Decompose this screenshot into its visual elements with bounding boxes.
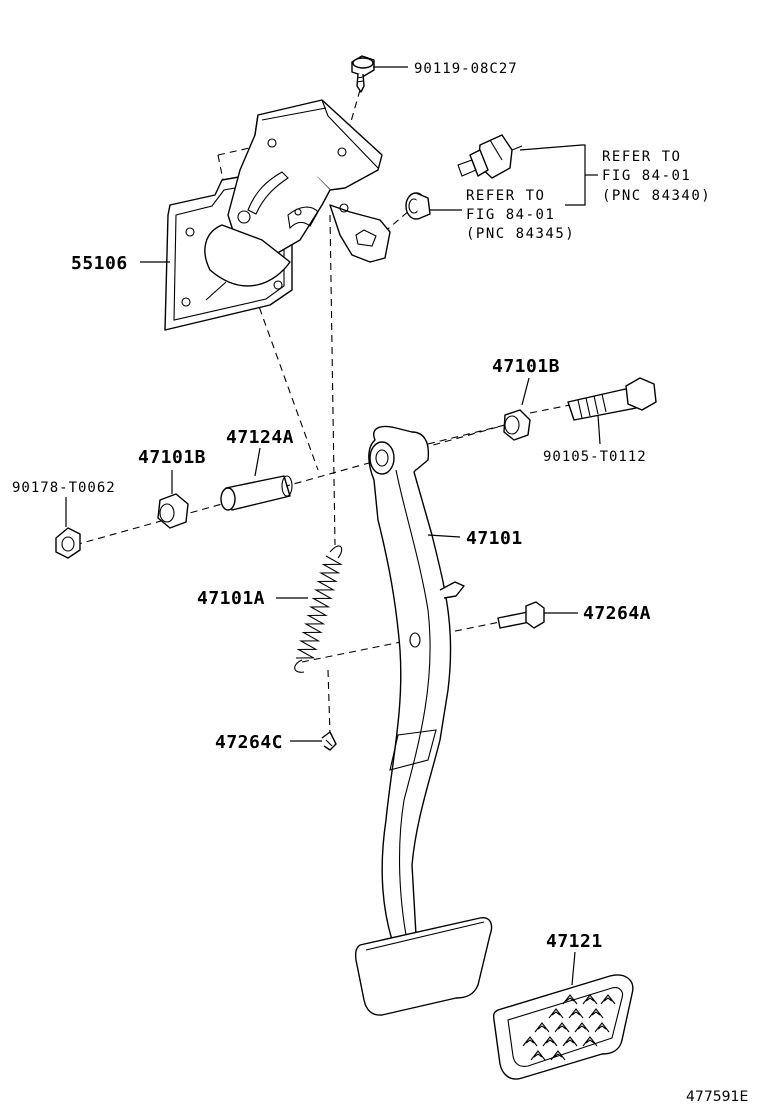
- stopper-bolt-47264A: [497, 601, 545, 629]
- bushing-47101b-right: [503, 409, 531, 441]
- label-47101B-left[interactable]: 47101B: [138, 447, 206, 468]
- label-90105-T0112[interactable]: 90105-T0112: [543, 449, 647, 465]
- bracket-55106: [164, 99, 391, 331]
- label-47121[interactable]: 47121: [546, 931, 603, 952]
- label-47264A[interactable]: 47264A: [583, 603, 651, 624]
- pad-chevron: [600, 994, 616, 1005]
- reference-note-lower: REFER TO FIG 84-01 (PNC 84345): [466, 188, 575, 242]
- label-90178-T0062[interactable]: 90178-T0062: [12, 480, 116, 496]
- label-47264C[interactable]: 47264C: [215, 732, 283, 753]
- pedal-pad-base: [354, 917, 493, 1016]
- pad-chevron: [582, 1036, 598, 1047]
- label-90119-08C27[interactable]: 90119-08C27: [414, 61, 518, 77]
- ref-upper-line-2: FIG 84-01: [602, 168, 691, 184]
- spring-coil-path: [295, 555, 343, 659]
- stop-lamp-switch: [457, 134, 523, 179]
- pad-chevron: [530, 1050, 546, 1061]
- label-47101B-right[interactable]: 47101B: [492, 356, 560, 377]
- ref-lower-line-2: FIG 84-01: [466, 207, 555, 223]
- label-47101A[interactable]: 47101A: [197, 588, 265, 609]
- pad-chevron: [554, 1022, 570, 1033]
- pad-chevron: [562, 994, 578, 1005]
- bushing-47101b-left: [157, 493, 189, 529]
- pad-chevron: [568, 1008, 584, 1019]
- ref-lower-line-3: (PNC 84345): [466, 226, 575, 242]
- nut-90178-T0062: [55, 527, 81, 559]
- label-47124A[interactable]: 47124A: [226, 427, 294, 448]
- pad-chevron: [588, 1008, 604, 1019]
- pad-chevron: [534, 1022, 550, 1033]
- pedal-arm-47101: [368, 425, 465, 941]
- pad-chevron: [548, 1008, 564, 1019]
- pivot-bolt-90105-T0112: [567, 377, 657, 421]
- label-47101[interactable]: 47101: [466, 528, 523, 549]
- pad-chevron: [594, 1022, 610, 1033]
- pedal-pad-47121: [492, 974, 634, 1080]
- ref-upper-line-1: REFER TO: [602, 149, 681, 165]
- pad-chevron: [582, 994, 598, 1005]
- return-spring-47101A: [294, 545, 343, 673]
- pad-chevron: [550, 1050, 566, 1061]
- ref-lower-line-1: REFER TO: [466, 188, 545, 204]
- pad-chevron: [574, 1022, 590, 1033]
- clip-47264C: [321, 731, 337, 751]
- label-55106[interactable]: 55106: [71, 253, 128, 274]
- ref-upper-line-3: (PNC 84340): [602, 188, 711, 204]
- figure-code: 477591E: [686, 1089, 748, 1105]
- leader-lines: [65, 66, 601, 986]
- part-labels: 90119-08C27 55106 47101B 90105-T0112 471…: [12, 61, 651, 952]
- reference-note-upper: REFER TO FIG 84-01 (PNC 84340): [602, 149, 711, 204]
- switch-cushion: [405, 192, 431, 220]
- pad-chevron: [562, 1036, 578, 1047]
- collar-47124A: [220, 475, 293, 511]
- bolt-90119-08C27: [351, 55, 375, 93]
- pad-chevron: [522, 1036, 538, 1047]
- pad-chevron: [542, 1036, 558, 1047]
